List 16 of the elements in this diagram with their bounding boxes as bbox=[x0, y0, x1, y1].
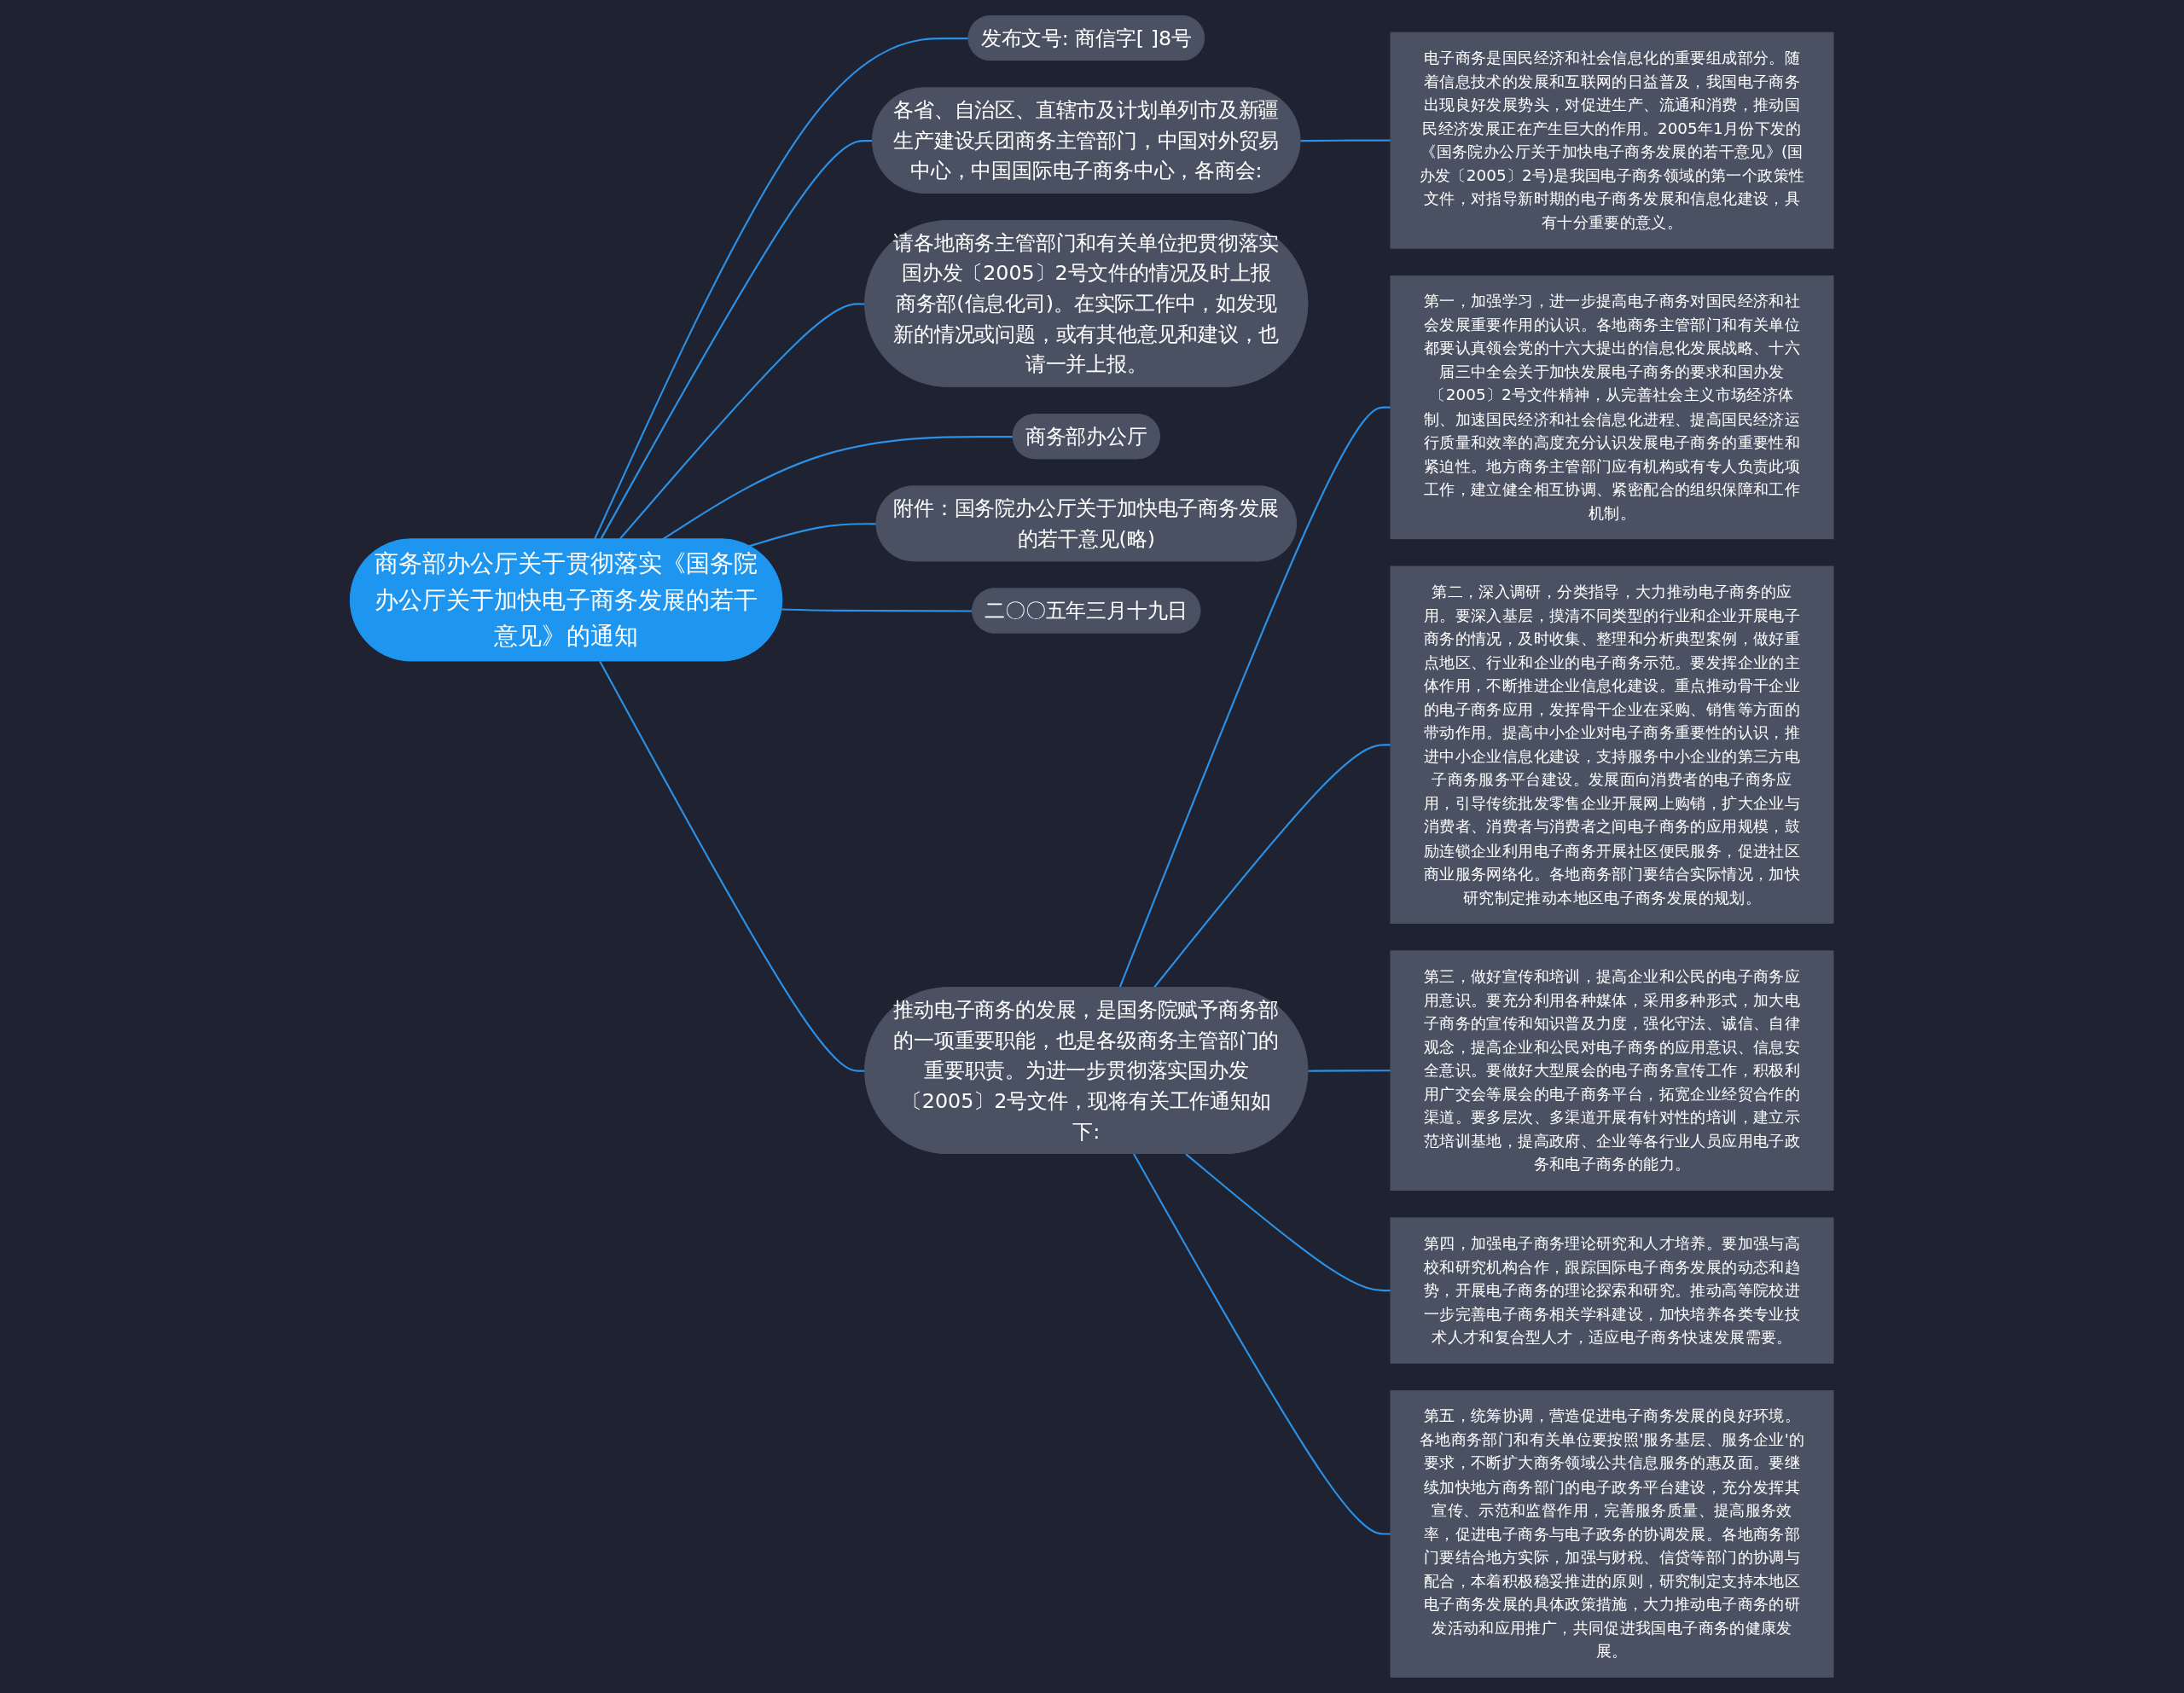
node-box: 第五，统筹协调，营造促进电子商务发展的良好环境。各地商务部门和有关单位要按照'服务基层、服务企业'的要求，不断扩大商务领域公共信息服务的惠及面。要继续加快地方商务部门的电子政务平台建设，充分发挥其宣传、示范和监督作用，完善服务质量、提高服务效率，促进电子商务与电子政务的协调发展。各地商务部门要结合地方实际，加强与财税、信贷等部门的协调与配合，本着积极稳妥推进的原则，研究制定支持本地区电子商务发展的具体政策措施，大力推动电子商务的研发活动和应用推广，共同促进我国电子商务的健康发展。 bbox=[1390, 1390, 1834, 1678]
connector bbox=[1300, 139, 1391, 142]
connector bbox=[594, 37, 969, 541]
node-box: 第三，做好宣传和培训，提高企业和公民的电子商务应用意识。要充分利用各种媒体，采用多种形式，加大电子商务的宣传和知识普及力度，强化守法、诚信、自律观念，提高企业和公民对电子商务的应用意识、信息安全意识。要做好大型展会的电子商务宣传工作，积极利用广交会等展会的电子商务平台，拓宽企业经贸合作的渠道。要多层次、多渠道开展有针对性的培训，建立示范培训基地，提高政府、企业等各行业人员应用电子政务和电子商务的能力。 bbox=[1390, 950, 1834, 1191]
connector bbox=[1118, 406, 1391, 989]
node-box: 第四，加强电子商务理论研究和人才培养。要加强与高校和研究机构合作，跟踪国际电子商务发展的动态和趋势，开展电子商务的理论探索和研究。推动高等院校进一步完善电子商务相关学科建设，加快培养各类专业技术人才和复合型人才，适应电子商务快速发展需要。 bbox=[1390, 1217, 1834, 1364]
node-box: 第一，加强学习，进一步提高电子商务对国民经济和社会发展重要作用的认识。各地商务主管部门和有关单位都要认真领会党的十六大提出的信息化发展战略、十六届三中全会关于加快发展电子商务的要求和国办发〔2005〕2号文件精神，从完善社会主义市场经济体制、加速国民经济和社会信息化进程、提高国民经济运行质量和效率的高度充分认识发展电子商务的重要性和紧迫性。地方商务主管部门应有机构或有专人负责此项工作，建立健全相互协调、紧密配合的组织保障和工作机制。 bbox=[1390, 275, 1834, 540]
node-box: 第二，深入调研，分类指导，大力推动电子商务的应用。要深入基层，摸清不同类型的行业和企业开展电子商务的情况，及时收集、整理和分析典型案例，做好重点地区、行业和企业的电子商务示范。要发挥企业的主体作用，不断推进企业信息化建设。重点推动骨干企业的电子商务应用，发挥骨干企业在采购、销售等方面的带动作用。提高中小企业对电子商务重要性的认识，推进中小企业信息化建设，支持服务中小企业的第三方电子商务服务平台建设。发展面向消费者的电子商务应用，引导传统批发零售企业开展网上购销，扩大企业与消费者、消费者与消费者之间电子商务的应用规模，鼓励连锁企业利用电子商务开展社区便民服务，促进社区商业服务网络化。各地商务部门要结合实际情况，加快研究制定推动本地区电子商务发展的规划。 bbox=[1390, 565, 1834, 925]
connector bbox=[749, 523, 877, 548]
connector bbox=[781, 608, 973, 612]
connector bbox=[599, 660, 866, 1072]
connector bbox=[1185, 1153, 1391, 1292]
connector bbox=[1133, 1153, 1391, 1535]
node-box: 电子商务是国民经济和社会信息化的重要组成部分。随着信息技术的发展和互联网的日益普及，我国电子商务出现良好发展势头，对促进生产、流通和消费，推动国民经济发展正在产生巨大的作用。2005年1月份下发的《国务院办公厅关于加快电子商务发展的若干意见》(国办发〔2005〕2号)是我国电子商务领域的第一个政策性文件，对指导新时期的电子商务发展和信息化建设，具有十分重要的意义。 bbox=[1390, 32, 1834, 249]
connector bbox=[1308, 1070, 1391, 1072]
connector bbox=[619, 303, 866, 541]
